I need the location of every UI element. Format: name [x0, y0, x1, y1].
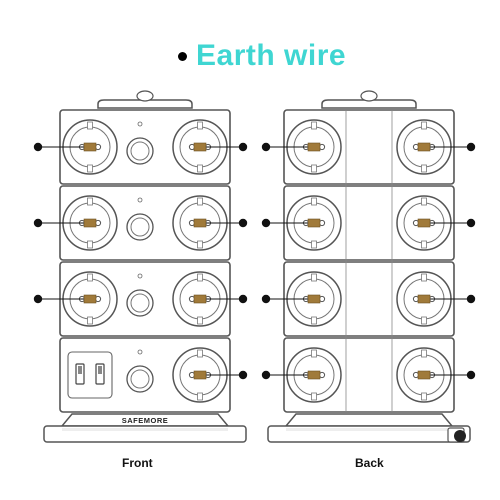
top-cap — [321, 99, 417, 109]
pointer-dot-icon — [466, 142, 476, 152]
top-knob — [136, 90, 154, 102]
pointer-dot-icon — [238, 218, 248, 228]
caption-back: Back — [355, 456, 384, 470]
pointer-dot-icon — [466, 370, 476, 380]
page-title: Earth wire — [196, 39, 347, 72]
earth-contact-icon — [83, 142, 97, 152]
back-unit — [267, 90, 471, 443]
pointer-dot-icon — [33, 294, 43, 304]
pointer-dot-icon — [466, 218, 476, 228]
earth-contact-icon — [307, 218, 321, 228]
earth-contact-icon — [307, 294, 321, 304]
earth-pointers — [33, 142, 476, 380]
power-cord — [447, 427, 466, 443]
earth-contact-icon — [417, 218, 431, 228]
earth-contact-icon — [417, 142, 431, 152]
pointer-dot-icon — [33, 218, 43, 228]
top-cap — [97, 99, 193, 109]
earth-contact-icon — [193, 294, 207, 304]
earth-contact-icon — [193, 218, 207, 228]
earth-contact-icon — [193, 370, 207, 380]
power-button-icon — [126, 121, 154, 165]
top-knob — [360, 90, 378, 102]
pointer-dot-icon — [261, 142, 271, 152]
pointer-dot-icon — [238, 142, 248, 152]
earth-contact-icon — [417, 294, 431, 304]
earth-contact-icon — [83, 294, 97, 304]
front-unit — [43, 90, 247, 443]
earth-contact-icon — [193, 142, 207, 152]
earth-contact-icon — [83, 218, 97, 228]
earth-contacts — [83, 142, 431, 380]
title-row: Earth wire — [0, 36, 500, 76]
pointer-dot-icon — [238, 294, 248, 304]
pointer-dot-icon — [261, 218, 271, 228]
bullet-dot-icon — [178, 52, 187, 61]
power-button-icon — [126, 349, 154, 393]
base-plate — [284, 413, 454, 427]
pointer-dot-icon — [261, 294, 271, 304]
caption-front: Front — [122, 456, 153, 470]
pointer-dot-icon — [33, 142, 43, 152]
usb-port-icon — [67, 351, 113, 399]
power-button-icon — [126, 197, 154, 241]
pointer-dot-icon — [238, 370, 248, 380]
brand-label: SAFEMORE — [122, 416, 169, 425]
pointer-dot-icon — [261, 370, 271, 380]
earth-contact-icon — [307, 370, 321, 380]
pointer-dot-icon — [466, 294, 476, 304]
power-button-icon — [126, 273, 154, 317]
earth-contact-icon — [307, 142, 321, 152]
earth-contact-icon — [417, 370, 431, 380]
